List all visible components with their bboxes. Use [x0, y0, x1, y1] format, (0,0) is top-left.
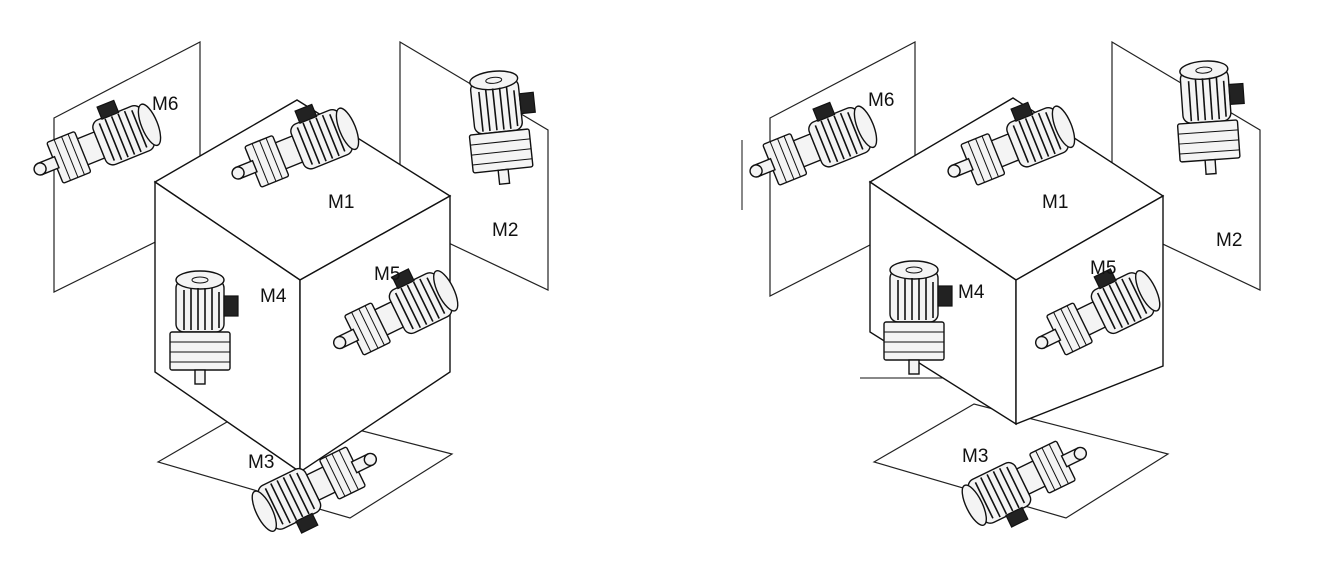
- label-m4: M4: [260, 286, 287, 307]
- label-m3: M3: [248, 452, 274, 473]
- label-m6: M6: [152, 94, 178, 115]
- motor-m2: [462, 66, 544, 188]
- label-m1-right: M1: [1042, 192, 1068, 213]
- label-m4-right: M4: [958, 282, 985, 303]
- motor-m6: [20, 87, 167, 195]
- label-m2-right: M2: [1216, 230, 1242, 251]
- motor-m6-right: [736, 89, 883, 197]
- label-m3-right: M3: [962, 446, 988, 467]
- label-m2: M2: [492, 220, 518, 241]
- label-m6-right: M6: [868, 90, 894, 111]
- left-figure: M6 M1 M2 M4 M5 M3: [20, 40, 549, 548]
- right-figure: M6 M1 M2 M4 M5 M3: [736, 40, 1261, 542]
- label-m1: M1: [328, 192, 354, 213]
- label-m5-right: M5: [1090, 258, 1116, 279]
- label-m5: M5: [374, 264, 400, 285]
